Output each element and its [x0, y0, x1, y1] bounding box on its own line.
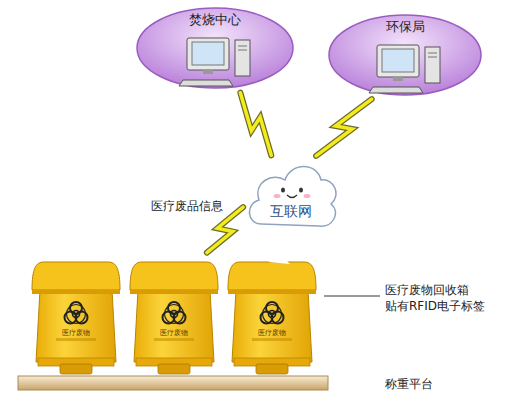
waste-bin [228, 262, 316, 374]
bin-group: 医疗废物回收箱 贴有RFID电子标签 [28, 255, 323, 377]
edge-label: 医疗废品信息 [151, 199, 223, 215]
node-title: 互联网 [245, 202, 337, 220]
agency-ellipse: 环保局 [327, 13, 483, 97]
waste-bin [130, 262, 218, 374]
computer-icon [179, 38, 250, 86]
internet-cloud: 互联网 [245, 158, 337, 236]
bin-label: 医疗废物 [56, 329, 96, 338]
callout-text: 医疗废物回收箱 贴有RFID电子标签 [385, 283, 499, 314]
computer-icon [369, 45, 440, 93]
leader-line [324, 296, 380, 297]
platform-label: 称重平台 [385, 377, 465, 393]
lid-notch [268, 256, 290, 264]
lightning-link [240, 93, 271, 156]
waste-bin [32, 262, 120, 374]
node-title: 环保局 [327, 19, 483, 36]
weighing-platform [18, 376, 328, 390]
cloud-shape [245, 158, 337, 236]
node-title: 焚烧中心 [135, 12, 295, 29]
incineration-ellipse: 焚烧中心 [135, 6, 295, 90]
bin-label: 医疗废物 [154, 329, 194, 338]
lightning-link [316, 99, 372, 156]
bin-label: 医疗废物 [252, 329, 292, 338]
